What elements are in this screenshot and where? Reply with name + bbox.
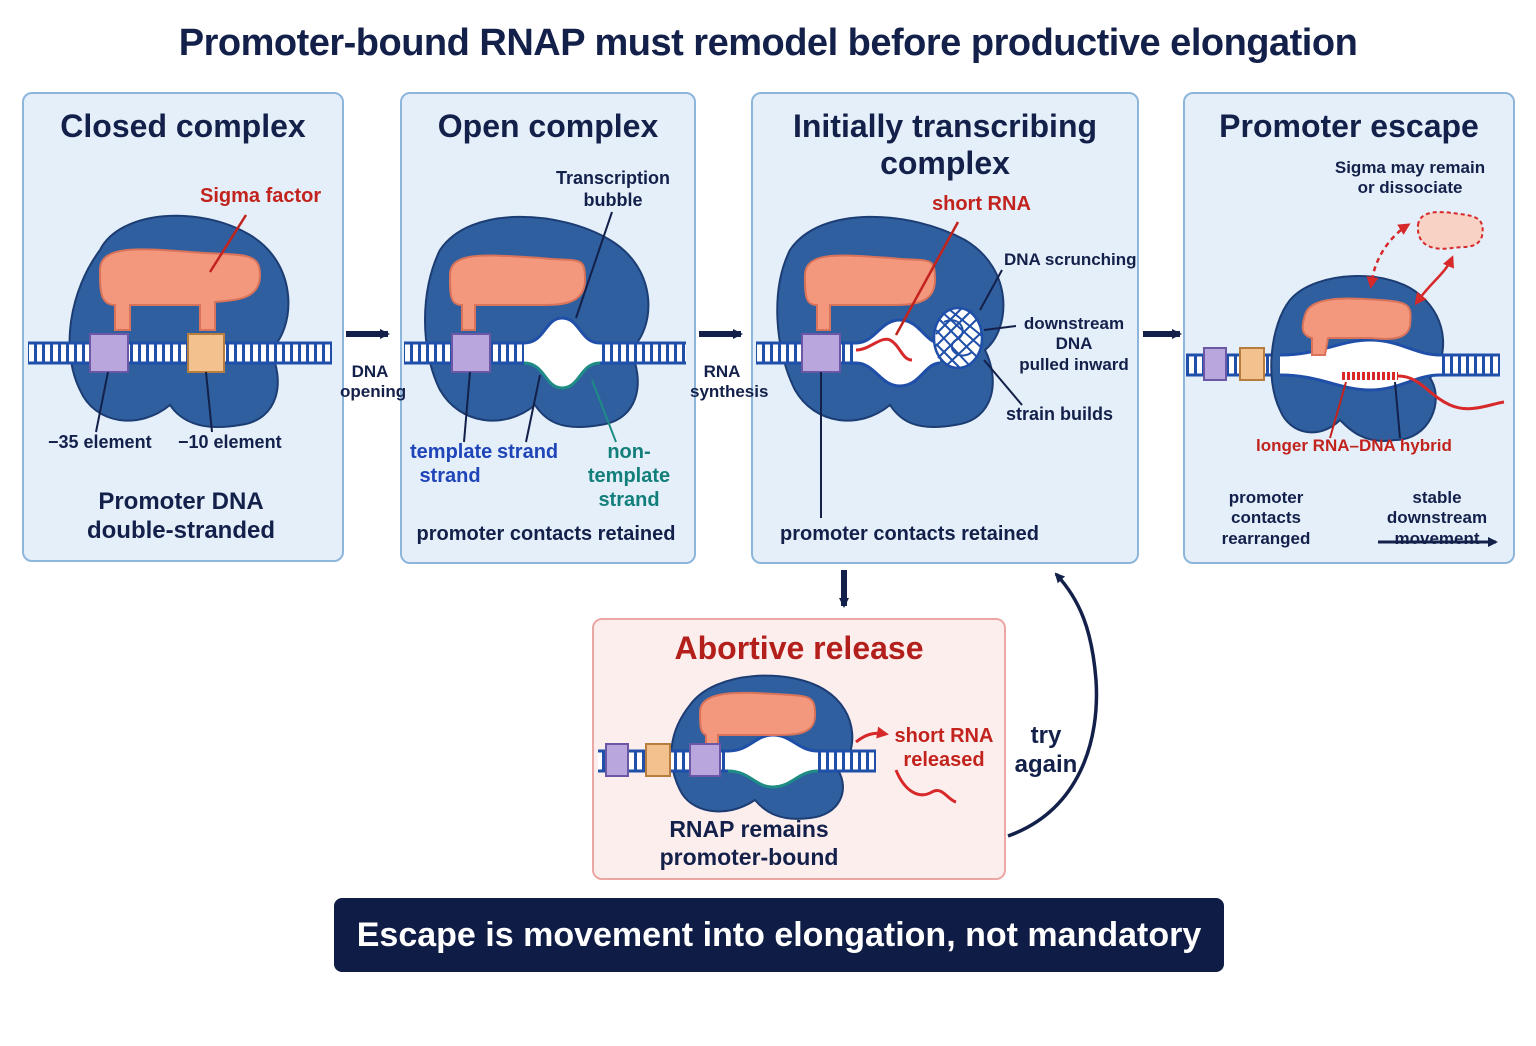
open-caption: promoter contacts retained: [416, 523, 676, 545]
try-again-label: try again: [1014, 722, 1078, 778]
closed-element-10-label: −10 element: [178, 432, 282, 452]
escape-element-10-box: [1239, 347, 1265, 381]
transition-rna-synthesis: RNA synthesis: [690, 362, 769, 402]
closed-caption: Promoter DNA double-stranded: [86, 488, 275, 544]
closed-element-35-box: [89, 333, 129, 373]
panel-title-escape: Promoter escape: [1219, 108, 1479, 144]
abortive-remains-label: RNAP remains promoter-bound: [659, 816, 839, 870]
closed-sigma-label: Sigma factor: [200, 185, 322, 207]
open-template-label: template strand: [410, 441, 493, 487]
escape-rearranged-label: promoter contacts rearranged: [1221, 488, 1311, 548]
itc-scrunching-label: DNA scrunching: [1004, 250, 1137, 269]
closed-sigma-factor: [98, 248, 262, 331]
escape-element-35-box: [1203, 347, 1227, 381]
itc-sigma-factor: [803, 254, 937, 331]
itc-element-box: [801, 333, 841, 373]
escape-sigma-label: Sigma may remain or dissociate: [1334, 158, 1486, 198]
abortive-element-10-box: [645, 743, 671, 777]
abortive-sigma-factor: [698, 691, 817, 746]
open-nontemplate-label: non-template strand: [587, 441, 671, 511]
try-again-arrow: [1007, 572, 1099, 838]
closed-dna-duplex: [28, 341, 332, 365]
transition-dna-opening: DNA opening: [340, 362, 407, 402]
summary-banner: Escape is movement into elongation, not …: [334, 898, 1224, 1028]
abortive-element-box: [689, 743, 721, 777]
itc-pulled-label: downstream DNA pulled inward: [1019, 314, 1129, 374]
panel-title-closed: Closed complex: [60, 108, 306, 144]
abortive-element-35-box: [605, 743, 629, 777]
open-sigma-factor: [448, 254, 587, 331]
figure-title: Promoter-bound RNAP must remodel before …: [178, 22, 1358, 64]
itc-scrunched-dna: [932, 306, 984, 370]
abortive-released-label: short RNA released: [894, 725, 994, 771]
itc-caption: promoter contacts retained: [780, 523, 1039, 545]
escape-stable-label: stable downstream movement: [1386, 488, 1488, 548]
diagram-graphics: [28, 211, 1505, 838]
closed-element-10-box: [187, 333, 225, 373]
escape-hybrid-label: longer RNA–DNA hybrid: [1256, 436, 1452, 455]
closed-element-35-label: −35 element: [48, 432, 152, 452]
panel-title-abortive: Abortive release: [674, 630, 924, 666]
open-bubble-label: Transcription bubble: [555, 168, 671, 210]
escape-dna-upstream: [1186, 353, 1280, 377]
itc-short-rna-label: short RNA: [932, 193, 1031, 215]
released-rna-strand: [894, 769, 957, 804]
open-element-box: [451, 333, 491, 373]
panel-title-open: Open complex: [437, 108, 659, 144]
escape-dissociated-sigma: [1416, 211, 1484, 250]
open-strand-label: strand: [497, 441, 559, 463]
escape-sigma-factor: [1301, 297, 1412, 356]
open-dna-duplex: [404, 316, 686, 390]
itc-strain-label: strain builds: [1006, 404, 1114, 424]
panel-title-itc: Initially transcribing complex: [792, 108, 1098, 181]
